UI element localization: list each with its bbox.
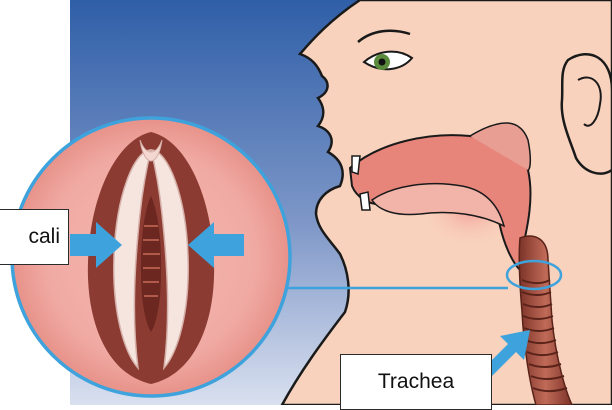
upper-tooth — [352, 156, 360, 174]
vocal-cords-label: cali — [0, 209, 69, 265]
trachea-label: Trachea — [340, 354, 492, 410]
lower-tooth — [360, 192, 370, 210]
eye-pupil — [379, 59, 386, 66]
